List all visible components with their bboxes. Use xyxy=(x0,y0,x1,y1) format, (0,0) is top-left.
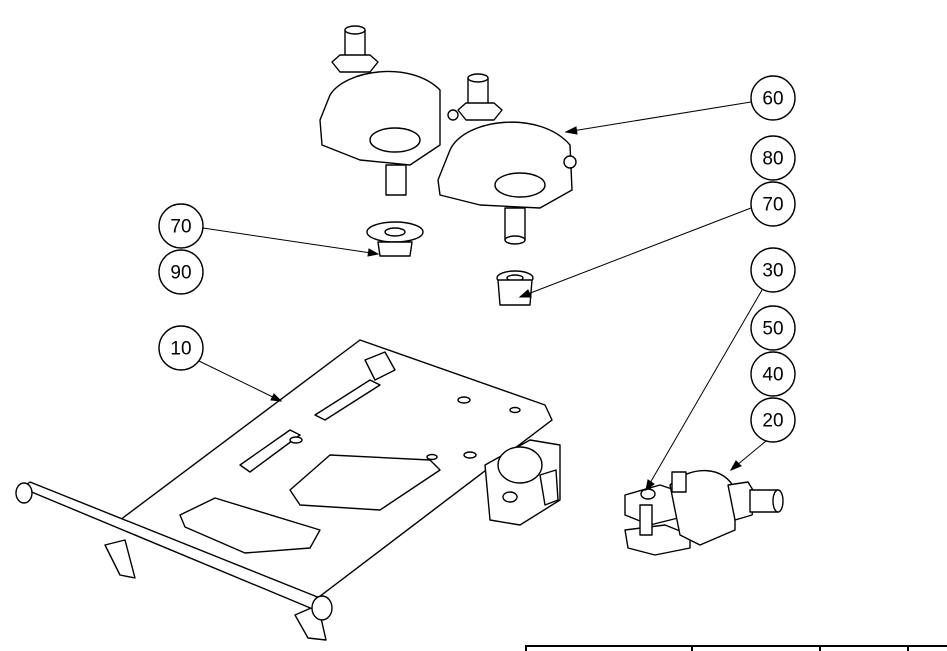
balloon-90: 90 xyxy=(158,249,204,295)
svg-text:70: 70 xyxy=(170,217,191,238)
balloon-70: 70 xyxy=(750,181,796,227)
part-10-base-plate xyxy=(15,339,561,641)
svg-text:60: 60 xyxy=(762,89,783,110)
svg-text:40: 40 xyxy=(762,365,783,386)
leader-lines xyxy=(198,101,767,492)
balloon-80: 80 xyxy=(750,135,796,181)
balloon-10: 10 xyxy=(158,325,204,371)
balloon-30: 30 xyxy=(750,247,796,293)
svg-text:10: 10 xyxy=(170,339,191,360)
svg-text:50: 50 xyxy=(762,319,783,340)
balloon-40: 40 xyxy=(750,351,796,397)
balloon-70-left: 70 xyxy=(158,203,204,249)
balloon-60: 60 xyxy=(750,75,796,121)
title-block xyxy=(525,645,947,651)
svg-text:30: 30 xyxy=(762,261,783,282)
part-60-clamps xyxy=(319,25,577,245)
svg-text:90: 90 xyxy=(170,263,191,284)
part-70-nut-left xyxy=(366,221,424,257)
svg-text:70: 70 xyxy=(762,195,783,216)
balloon-50: 50 xyxy=(750,305,796,351)
part-70-nut-right xyxy=(496,270,534,306)
balloon-20: 20 xyxy=(750,397,796,443)
svg-text:80: 80 xyxy=(762,149,783,170)
part-20-small-clamp xyxy=(624,469,784,556)
svg-text:20: 20 xyxy=(762,411,783,432)
